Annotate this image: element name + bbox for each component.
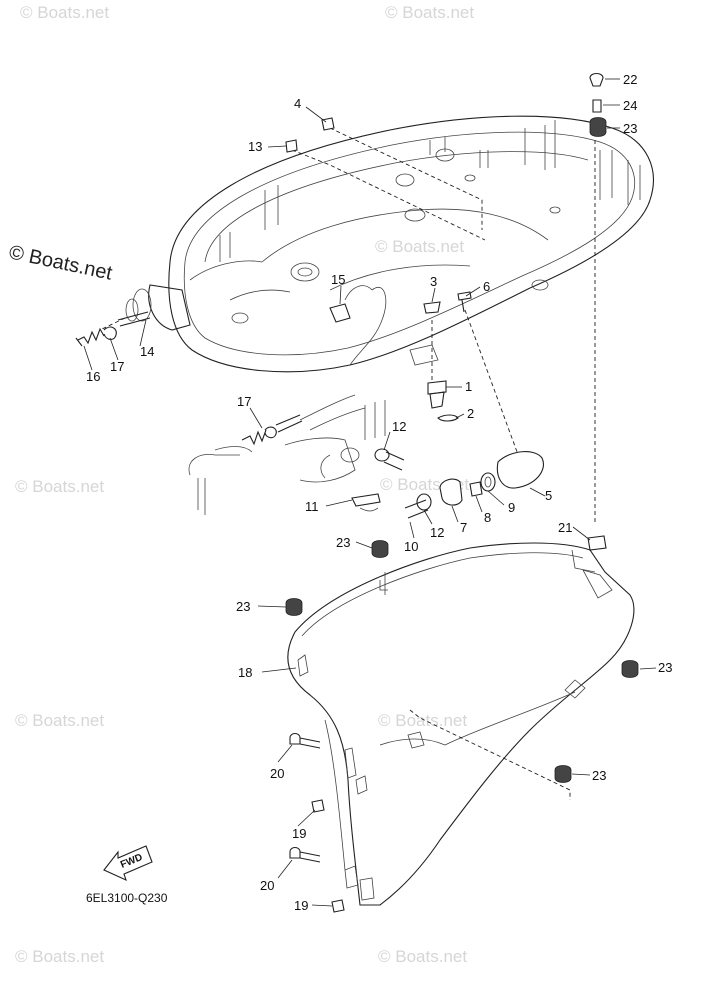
assembly-lines [99,127,596,525]
tiller-parts [75,311,386,515]
fwd-arrow: FWD [103,845,153,882]
callout-21: 21 [558,520,572,535]
callout-20: 20 [270,766,284,781]
callout-23: 23 [336,535,350,550]
lower-fasteners [285,540,639,913]
callout-22: 22 [623,72,637,87]
grommet-parts [329,291,544,519]
callout-15: 15 [331,272,345,287]
upper-fasteners [285,72,607,551]
callout-11: 11 [305,499,319,514]
watermark: © Boats.net [378,947,467,966]
watermark: © Boats.net [15,477,104,496]
lower-cowling [287,542,635,906]
callout-23: 23 [623,121,637,136]
callout-16: 16 [86,369,100,384]
callout-17: 17 [110,359,124,374]
callout-1: 1 [465,379,472,394]
fwd-label: FWD [119,852,144,871]
watermark: © Boats.net [385,3,474,22]
callout-5: 5 [545,488,552,503]
callout-10: 10 [404,539,418,554]
callout-3: 3 [430,274,437,289]
callout-2: 2 [467,406,474,421]
callout-24: 24 [623,98,637,113]
watermark: © Boats.net [20,3,109,22]
callout-12: 12 [430,525,444,540]
callout-20: 20 [260,878,274,893]
callout-23: 23 [236,599,250,614]
watermark: © Boats.net [378,711,467,730]
bottom-cowling-tray [125,115,654,373]
callout-labels: 4 13 22 24 23 15 3 6 1 2 5 9 8 7 12 10 1… [86,72,672,913]
callout-6: 6 [483,279,490,294]
watermark: © Boats.net [15,711,104,730]
callout-7: 7 [460,520,467,535]
callout-9: 9 [508,500,515,515]
callout-19: 19 [292,826,306,841]
diagram-code: 6EL3100-Q230 [86,891,168,905]
callout-13: 13 [248,139,262,154]
callout-23: 23 [658,660,672,675]
watermark: © Boats.net [375,237,464,256]
callout-18: 18 [238,665,252,680]
callout-19: 19 [294,898,308,913]
callout-17: 17 [237,394,251,409]
watermark: © Boats.net [15,947,104,966]
watermark-layer: © Boats.net © Boats.net © Boats.net © Bo… [15,3,474,966]
watermark-main: © Boats.net [7,241,115,284]
callout-14: 14 [140,344,154,359]
callout-8: 8 [484,510,491,525]
leader-lines [83,78,657,907]
callout-4: 4 [294,96,301,111]
callout-23: 23 [592,768,606,783]
callout-12: 12 [392,419,406,434]
